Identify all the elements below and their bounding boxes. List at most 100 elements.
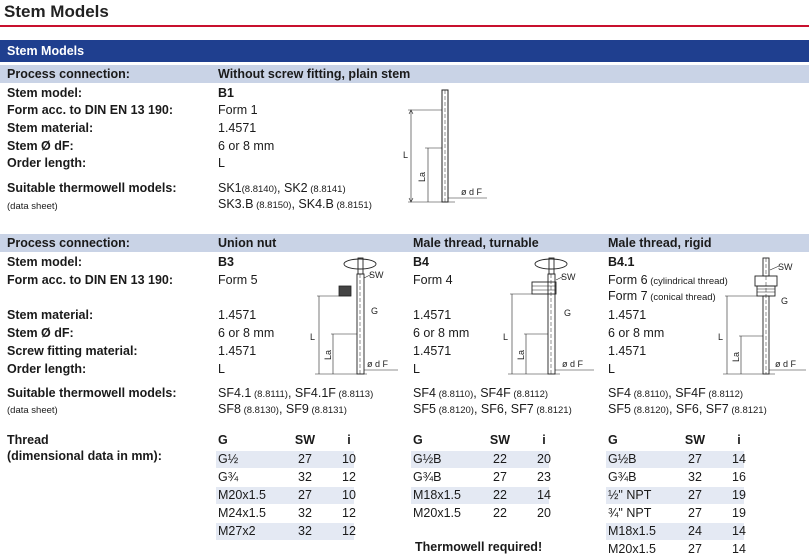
table-cell: G¾ (218, 470, 239, 484)
table-cell: M20x1.5 (218, 488, 266, 502)
table-row (411, 487, 549, 504)
b1-drawing: L La ø d F (403, 89, 487, 203)
pc-label-2: Process connection: (7, 236, 130, 250)
table-cell: M20x1.5 (608, 542, 656, 556)
b3-dim-l: L (310, 332, 315, 342)
b41-form7: Form 7 (conical thread) (608, 289, 716, 303)
thread-col-header: G (413, 433, 423, 447)
table-cell: 32 (298, 524, 312, 538)
b41-dim-g: G (781, 296, 788, 306)
b4-dim-sw: SW (561, 272, 576, 282)
b41-drawing: SW G L La ø d F (718, 257, 806, 375)
b4-material: 1.4571 (413, 308, 452, 322)
label-suitable-2: Suitable thermowell models: (7, 386, 177, 400)
table-cell: G½ (218, 452, 239, 466)
b41-dim-l: L (718, 332, 723, 342)
label-data-sheet-1: (data sheet) (7, 201, 58, 212)
table-cell: 19 (732, 506, 746, 520)
b41-screw-material: 1.4571 (608, 344, 647, 358)
table-cell: 24 (688, 524, 702, 538)
b41-suitable-line2: SF5 (8.8120), SF6, SF7 (8.8121) (608, 402, 767, 416)
table-cell: 27 (298, 452, 312, 466)
label-diameter-2: Stem Ø dF: (7, 326, 74, 340)
table-cell: 32 (298, 470, 312, 484)
table-cell: M18x1.5 (608, 524, 656, 538)
table-cell: 22 (493, 488, 507, 502)
pc-value-b1: Without screw fitting, plain stem (218, 67, 411, 81)
table-cell: M20x1.5 (413, 506, 461, 520)
table-cell: 14 (537, 488, 551, 502)
b3-dim-g: G (371, 306, 378, 316)
b3-diameter: 6 or 8 mm (218, 326, 275, 340)
b1-dim-l: L (403, 150, 408, 160)
table-cell: 22 (493, 506, 507, 520)
b41-material: 1.4571 (608, 308, 647, 322)
table-cell: G½B (413, 452, 442, 466)
pc-label-1: Process connection: (7, 67, 130, 81)
process-connection-bar-1 (0, 65, 809, 83)
b3-model: B3 (218, 255, 234, 269)
table-cell: M27x2 (218, 524, 256, 538)
table-row (606, 487, 744, 504)
b3-dim-la: La (323, 350, 333, 360)
b41-suitable-line1: SF4 (8.8110), SF4F (8.8112) (608, 386, 744, 400)
thread-col-header: G (218, 433, 228, 447)
b3-material: 1.4571 (218, 308, 257, 322)
b1-diameter: 6 or 8 mm (218, 139, 275, 153)
b1-material: 1.4571 (218, 121, 257, 135)
b41-order-length: L (608, 362, 615, 376)
table-cell: G½B (608, 452, 637, 466)
label-stem-model-2: Stem model: (7, 255, 83, 269)
label-order-length-1: Order length: (7, 156, 87, 170)
thread-col-header: i (347, 433, 351, 447)
table-row (411, 451, 549, 468)
table-cell: 14 (732, 524, 746, 538)
table-cell: M24x1.5 (218, 506, 266, 520)
b4-dim-g: G (564, 308, 571, 318)
label-diameter-1: Stem Ø dF: (7, 139, 74, 153)
b4-suitable-line2: SF5 (8.8120), SF6, SF7 (8.8121) (413, 402, 572, 416)
b1-suitable-line2: SK3.B (8.8150), SK4.B (8.8151) (218, 197, 372, 211)
b3-suitable-line1: SF4.1 (8.8111), SF4.1F (8.8113) (218, 386, 374, 400)
table-cell: 16 (732, 470, 746, 484)
label-form-2: Form acc. to DIN EN 13 190: (7, 273, 174, 287)
pc-value-b4: Male thread, turnable (413, 236, 539, 250)
table-cell: 27 (688, 488, 702, 502)
b4-dim-la: La (516, 350, 526, 360)
table-cell: 32 (688, 470, 702, 484)
b41-dim-sw: SW (778, 262, 793, 272)
b3-form: Form 5 (218, 273, 258, 287)
table-cell: 10 (342, 452, 356, 466)
pc-value-b3: Union nut (218, 236, 277, 250)
b1-dim-df: ø d F (461, 187, 483, 197)
b41-dim-la: La (731, 352, 741, 362)
label-form-1: Form acc. to DIN EN 13 190: (7, 103, 174, 117)
b3-screw-material: 1.4571 (218, 344, 257, 358)
b1-form: Form 1 (218, 103, 258, 117)
label-stem-model-1: Stem model: (7, 86, 83, 100)
thread-col-header: i (542, 433, 546, 447)
b1-order-length: L (218, 156, 225, 170)
table-cell: ½" NPT (608, 488, 652, 502)
b41-form6: Form 6 (cylindrical thread) (608, 273, 728, 287)
thread-col-header: SW (684, 433, 706, 447)
b4-form: Form 4 (413, 273, 453, 287)
table-cell: 14 (732, 452, 746, 466)
b4-order-length: L (413, 362, 420, 376)
b4-dim-l: L (503, 332, 508, 342)
label-screw-material: Screw fitting material: (7, 344, 138, 358)
thread-col-header: G (608, 433, 618, 447)
label-material-2: Stem material: (7, 308, 94, 322)
table-cell: 32 (298, 506, 312, 520)
b41-dim-df: ø d F (775, 359, 797, 369)
table-cell: 22 (493, 452, 507, 466)
b4-suitable-line1: SF4 (8.8110), SF4F (8.8112) (413, 386, 549, 400)
b3-drawing: SW G L La ø d F (310, 257, 398, 375)
b3-dim-df: ø d F (367, 359, 389, 369)
table-cell: 19 (732, 488, 746, 502)
b1-suitable-line1: SK1(8.8140), SK2 (8.8141) (218, 181, 346, 195)
table-cell: 12 (342, 506, 356, 520)
b1-dim-la: La (417, 172, 427, 182)
label-data-sheet-2: (data sheet) (7, 405, 58, 416)
section-header: Stem Models (7, 44, 85, 58)
